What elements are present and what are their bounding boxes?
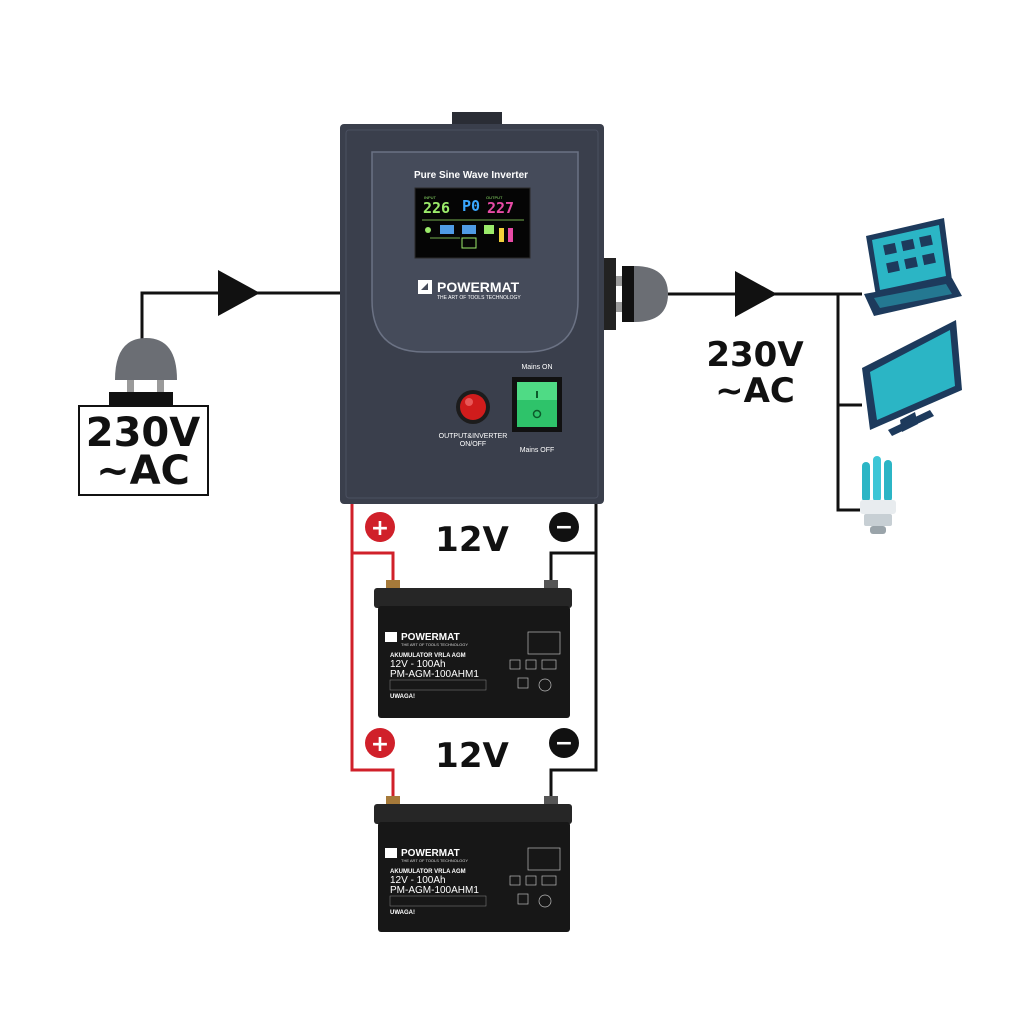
output-button-label-1: OUTPUT&INVERTER xyxy=(439,433,508,440)
battery-2-negative-symbol: − xyxy=(555,731,573,756)
monitor-icon xyxy=(862,320,962,436)
battery-2-type: AKUMULATOR VRLA AGM xyxy=(390,869,466,875)
input-plug-icon xyxy=(109,338,177,406)
inverter-brand: POWERMAT xyxy=(437,279,520,295)
battery-1-warning: UWAGA! xyxy=(390,694,415,700)
input-label-box xyxy=(78,405,209,496)
input-wire xyxy=(140,270,345,350)
battery-2-brand: POWERMAT xyxy=(401,848,460,859)
output-plug-icon xyxy=(616,266,668,322)
battery-1-brand: POWERMAT xyxy=(401,632,460,643)
battery-1-tagline: THE ART OF TOOLS TECHNOLOGY xyxy=(401,642,468,647)
inverter-title: Pure Sine Wave Inverter xyxy=(414,170,528,181)
negative-terminal-icon xyxy=(549,728,579,758)
battery-1-positive-symbol: + xyxy=(371,516,389,541)
battery-wiring xyxy=(350,504,598,800)
lcd-mode-value: P0 xyxy=(462,197,480,215)
battery-2-rating: 12V - 100Ah xyxy=(390,875,446,886)
lcd-input-value: 226 xyxy=(423,199,450,217)
battery-2-voltage-label: 12V xyxy=(435,736,509,776)
battery-1-model: PM-AGM-100AHM1 xyxy=(390,669,479,680)
output-button-label-2: ON/OFF xyxy=(460,441,486,448)
inverter-brand-tagline: THE ART OF TOOLS TECHNOLOGY xyxy=(437,295,521,301)
lcd-input-label: INPUT xyxy=(424,195,437,200)
mains-on-label: Mains ON xyxy=(521,364,552,371)
battery-2-model: PM-AGM-100AHM1 xyxy=(390,885,479,896)
battery-2-tagline: THE ART OF TOOLS TECHNOLOGY xyxy=(401,858,468,863)
positive-terminal-icon xyxy=(365,728,395,758)
lcd-output-label: OUTPUT xyxy=(486,195,503,200)
battery-1-rating: 12V - 100Ah xyxy=(390,659,446,670)
inverter-logo-icon xyxy=(418,280,432,294)
bulb-icon xyxy=(860,456,896,534)
output-ac-label: ~AC xyxy=(715,371,795,411)
lcd-output-value: 227 xyxy=(487,199,514,217)
battery-1-type: AKUMULATOR VRLA AGM xyxy=(390,653,466,659)
inverter: Pure Sine Wave Inverter INPUT OUTPUT 226… xyxy=(340,112,616,504)
positive-terminal-icon xyxy=(365,512,395,542)
battery-1: + − 12V POWERMAT THE ART OF TOOLS TECHNO… xyxy=(365,512,579,718)
mains-off-label: Mains OFF xyxy=(520,447,555,454)
output-wire xyxy=(668,271,862,512)
battery-1-voltage-label: 12V xyxy=(435,520,509,560)
battery-2: + − 12V POWERMAT THE ART OF TOOLS TECHNO… xyxy=(365,728,579,932)
output-arrow-icon xyxy=(735,271,777,317)
battery-2-warning: UWAGA! xyxy=(390,910,415,916)
output-voltage-label: 230V xyxy=(706,335,804,375)
output-socket xyxy=(604,258,616,330)
negative-terminal-icon xyxy=(549,512,579,542)
laptop-icon xyxy=(864,218,962,316)
input-ac-label: ~AC xyxy=(96,448,190,494)
lcd-display: INPUT OUTPUT 226 P0 227 xyxy=(414,187,531,259)
battery-1-negative-symbol: − xyxy=(555,515,573,540)
input-voltage-label: 230V xyxy=(86,410,200,456)
battery-2-positive-symbol: + xyxy=(371,732,389,757)
battery-2-body xyxy=(378,822,570,932)
input-arrow-icon xyxy=(218,270,260,316)
output-inverter-button[interactable] xyxy=(460,394,486,420)
